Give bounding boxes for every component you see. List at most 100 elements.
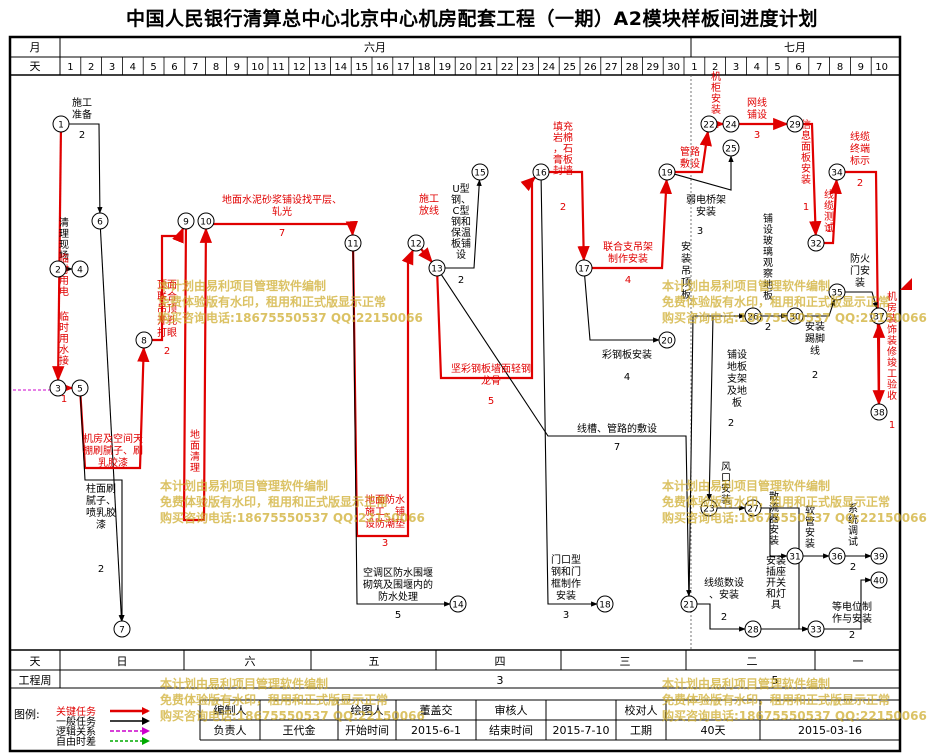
label: 装 — [769, 534, 779, 547]
label: 膏板 — [553, 153, 573, 166]
day-number: 8 — [837, 62, 843, 73]
event-node: 9 — [177, 212, 195, 230]
label: 板 — [763, 289, 773, 302]
weekday-mark: 二 — [747, 655, 758, 668]
task-duration: 1 — [889, 420, 895, 431]
event-node: 20 — [658, 331, 676, 349]
node-circle — [344, 234, 362, 252]
event-node: 10 — [197, 212, 215, 230]
label: 乳胶漆 — [98, 456, 128, 469]
label: 清 — [59, 216, 69, 229]
label: 用 — [59, 276, 69, 287]
task-duration: 5 — [488, 396, 494, 407]
label: 作与安装 — [832, 612, 872, 625]
event-node: 26 — [744, 307, 762, 325]
node-circle — [786, 307, 804, 325]
event-node: 23 — [700, 499, 718, 517]
label: 收 — [887, 389, 897, 402]
event-node: 33 — [807, 620, 825, 638]
info-cell: 开始时间 — [345, 723, 389, 737]
node-number: 4 — [77, 266, 83, 276]
label: 空调区防水围堰 — [363, 566, 433, 579]
label: 装 — [681, 252, 691, 265]
task-duration: 7 — [279, 228, 285, 239]
label: 统 — [848, 513, 858, 526]
label: 机房及空间天 — [83, 432, 143, 445]
node-circle — [807, 234, 825, 252]
node-circle — [828, 547, 846, 565]
day-number: 6 — [795, 62, 801, 73]
day-number: 10 — [875, 62, 888, 73]
watermark-2: 本计划由易利项目管理软件编制免费体验版有水印，租用和正式版显示正常购买咨询电话:… — [662, 279, 927, 325]
watermark-3: 本计划由易利项目管理软件编制免费体验版有水印，租用和正式版显示正常购买咨询电话:… — [160, 479, 425, 525]
label: 工 — [887, 369, 897, 380]
node-circle — [71, 379, 89, 397]
label: 施工 — [72, 96, 92, 109]
legend-item: 自由时差 — [56, 735, 96, 748]
label: 铺设 — [727, 348, 747, 361]
day-number: 3 — [733, 62, 739, 73]
task-arrow — [418, 247, 433, 264]
node-circle — [744, 620, 762, 638]
label: 砌筑及围堰内的 — [363, 578, 433, 591]
label: 系 — [848, 503, 858, 515]
info-cell: 2015-7-10 — [553, 724, 610, 737]
label: 安 — [805, 526, 815, 539]
task-arrow — [436, 176, 537, 380]
day-number: 9 — [234, 62, 240, 73]
event-node: 25 — [722, 139, 740, 157]
label: 口 — [721, 473, 731, 484]
label: 及地 — [727, 384, 747, 397]
day-number: 25 — [563, 62, 576, 73]
label: 信 — [801, 119, 811, 131]
event-node: 4 — [71, 260, 89, 278]
node-circle — [680, 595, 698, 613]
task-duration: 2 — [721, 612, 727, 623]
node-number: 1 — [58, 121, 64, 131]
week-number: 3 — [497, 674, 504, 687]
node-circle — [870, 571, 888, 589]
label: 地面防水 — [365, 493, 405, 506]
legend-arrowhead — [142, 727, 150, 735]
label: 防火 — [850, 252, 870, 265]
day-number: 12 — [293, 62, 306, 73]
label: 用 — [59, 334, 69, 345]
label: 等电位制 — [832, 600, 872, 613]
event-node: 3 — [49, 379, 67, 397]
month-june: 六月 — [364, 41, 386, 54]
label: 理 — [190, 462, 200, 474]
label: 散 — [769, 490, 779, 503]
task-arrow — [440, 274, 692, 597]
node-circle — [71, 260, 89, 278]
month-label: 月 — [30, 41, 41, 54]
label: 开孔 — [157, 315, 177, 327]
day-number: 15 — [355, 62, 368, 73]
day-number: 4 — [754, 62, 760, 73]
label: 龙骨 — [481, 374, 501, 387]
task-duration: 4 — [624, 372, 630, 383]
event-node: 14 — [449, 595, 467, 613]
label: 水 — [59, 344, 69, 356]
node-number: 11 — [347, 240, 358, 250]
label: 地板 — [727, 360, 747, 373]
label: 顶 — [681, 277, 691, 289]
label: 打眼 — [157, 326, 177, 339]
label: 观 — [763, 257, 773, 269]
node-number: 14 — [452, 601, 464, 611]
node-number: 12 — [410, 240, 421, 250]
label: 线缆数设 — [704, 576, 744, 589]
node-circle — [870, 307, 888, 325]
task-duration: 5 — [395, 610, 401, 621]
day-number: 1 — [67, 62, 73, 73]
event-node: 34 — [828, 163, 846, 181]
day-number: 18 — [418, 62, 431, 73]
